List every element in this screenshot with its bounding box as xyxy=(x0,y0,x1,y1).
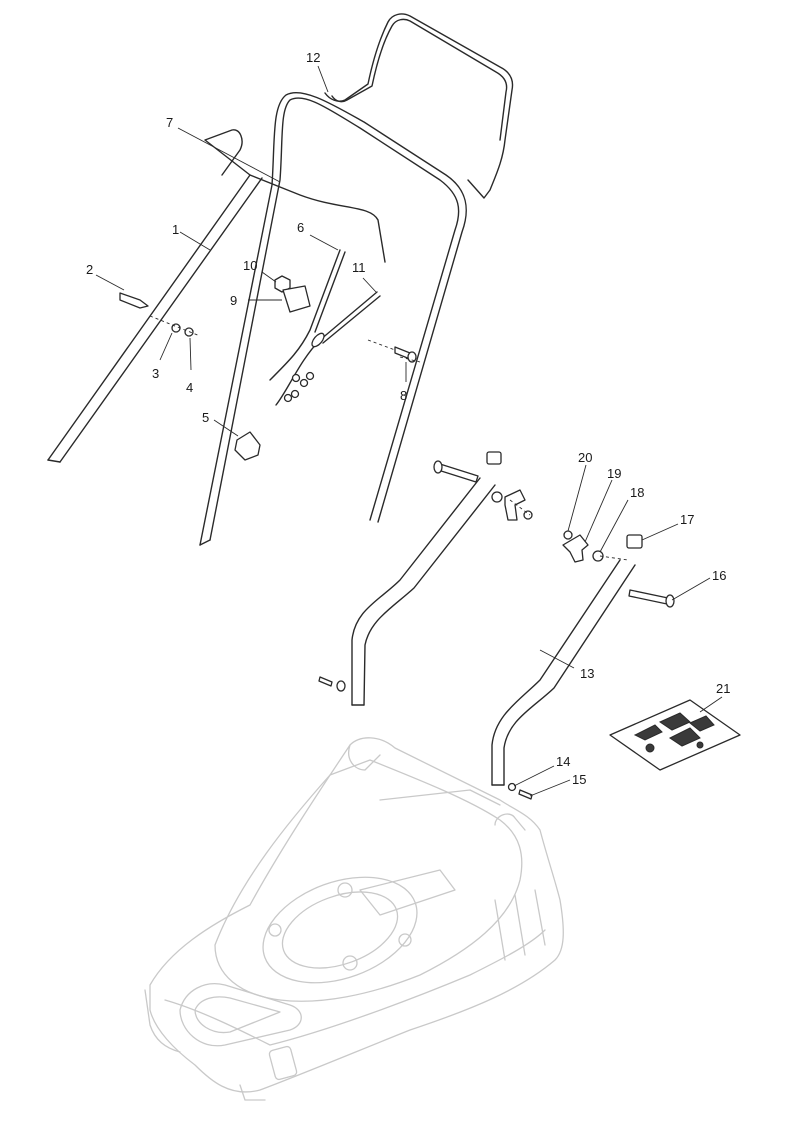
callout-6: 6 xyxy=(297,220,304,235)
part-9-clip xyxy=(282,285,311,313)
callout-9: 9 xyxy=(230,293,237,308)
callout-12: 12 xyxy=(306,50,320,65)
upper-handle-left-rod xyxy=(47,174,263,463)
callout-4: 4 xyxy=(186,380,193,395)
part-19-knob xyxy=(562,534,589,563)
callout-11: 11 xyxy=(352,260,366,275)
part-16-bolt xyxy=(628,589,669,605)
callouts: 1 2 3 4 5 6 7 8 9 10 11 12 13 14 15 16 1… xyxy=(86,50,730,787)
callout-18: 18 xyxy=(630,485,644,500)
lower-handle-left xyxy=(351,477,496,706)
part-15-screw xyxy=(518,789,533,800)
callout-3: 3 xyxy=(152,366,159,381)
part-10-nut xyxy=(274,275,291,293)
part-13-lower-handle-right xyxy=(491,559,636,786)
part-12-bail-bar-inner xyxy=(331,18,508,141)
leader-lines xyxy=(95,65,723,797)
part-12-bail-bar xyxy=(324,13,514,199)
part-6-cable xyxy=(269,249,346,381)
lower-left-knob xyxy=(504,489,526,521)
callout-15: 15 xyxy=(572,772,586,787)
lower-left-bolt xyxy=(437,463,479,483)
part-5-clip xyxy=(234,431,261,461)
upper-handle-loop xyxy=(209,97,460,541)
part-14-washer xyxy=(507,782,517,792)
lower-left-cap xyxy=(486,451,502,465)
callout-21: 21 xyxy=(716,681,730,696)
cable-washers xyxy=(283,371,315,403)
callout-10: 10 xyxy=(243,258,257,273)
callout-5: 5 xyxy=(202,410,209,425)
callout-17: 17 xyxy=(680,512,694,527)
part-8-bolt xyxy=(367,339,417,363)
callout-14: 14 xyxy=(556,754,570,769)
part-2-cable-tie xyxy=(119,292,149,309)
callout-16: 16 xyxy=(712,568,726,583)
callout-7: 7 xyxy=(166,115,173,130)
callout-20: 20 xyxy=(578,450,592,465)
part-21-hardware-bag xyxy=(609,699,741,771)
callout-2: 2 xyxy=(86,262,93,277)
part-20-nut xyxy=(563,530,573,540)
part-7-cable-guide xyxy=(204,129,386,263)
part-17-cap xyxy=(626,534,643,549)
mower-deck xyxy=(144,737,564,1101)
callout-8: 8 xyxy=(400,388,407,403)
callout-1: 1 xyxy=(172,222,179,237)
callout-19: 19 xyxy=(607,466,621,481)
upper-handle-loop-inner xyxy=(199,91,467,546)
callout-13: 13 xyxy=(580,666,594,681)
